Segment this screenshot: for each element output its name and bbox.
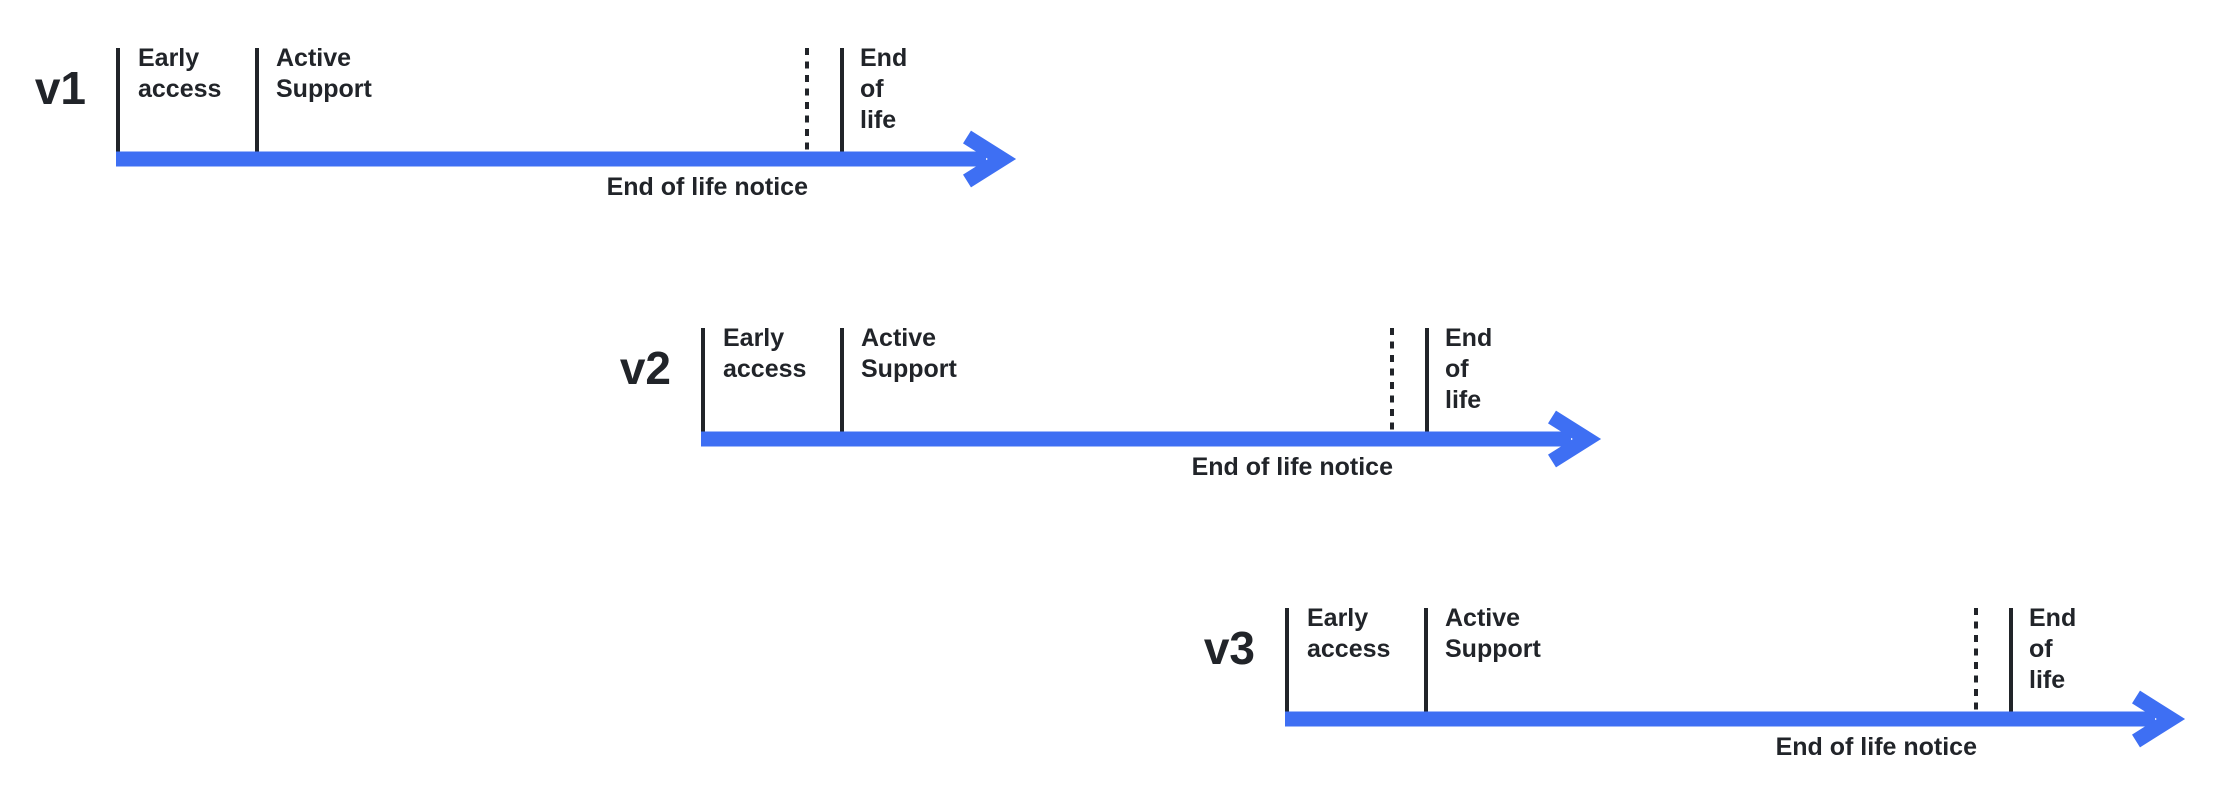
eol-notice-dashed-marker bbox=[1390, 328, 1394, 432]
early-access-label: Early access bbox=[138, 44, 222, 103]
timeline-arrow bbox=[701, 410, 1602, 468]
end-of-life-tick bbox=[840, 48, 844, 152]
early-access-start-tick bbox=[701, 328, 705, 432]
active-support-label: Active Support bbox=[861, 324, 957, 383]
version-label: v2 bbox=[619, 342, 671, 394]
end-of-life-label: End of life bbox=[2029, 604, 2077, 694]
early-access-start-tick bbox=[116, 48, 120, 152]
active-support-start-tick bbox=[1424, 608, 1428, 712]
eol-notice-dashed-marker bbox=[805, 48, 809, 152]
timeline-arrow bbox=[116, 130, 1017, 188]
eol-notice-label: End of life notice bbox=[1191, 453, 1393, 481]
version-label: v3 bbox=[1203, 622, 1255, 674]
end-of-life-label: End of life bbox=[860, 44, 908, 134]
active-support-label: Active Support bbox=[276, 44, 372, 103]
eol-notice-dashed-marker bbox=[1974, 608, 1978, 712]
early-access-label: Early access bbox=[723, 324, 807, 383]
early-access-start-tick bbox=[1285, 608, 1289, 712]
eol-notice-label: End of life notice bbox=[606, 173, 808, 201]
end-of-life-tick bbox=[1425, 328, 1429, 432]
version-label: v1 bbox=[34, 62, 86, 114]
active-support-label: Active Support bbox=[1445, 604, 1541, 663]
timeline-arrow bbox=[1285, 690, 2186, 748]
early-access-label: Early access bbox=[1307, 604, 1391, 663]
end-of-life-tick bbox=[2009, 608, 2013, 712]
active-support-start-tick bbox=[255, 48, 259, 152]
end-of-life-label: End of life bbox=[1445, 324, 1493, 414]
eol-notice-label: End of life notice bbox=[1775, 733, 1977, 761]
active-support-start-tick bbox=[840, 328, 844, 432]
